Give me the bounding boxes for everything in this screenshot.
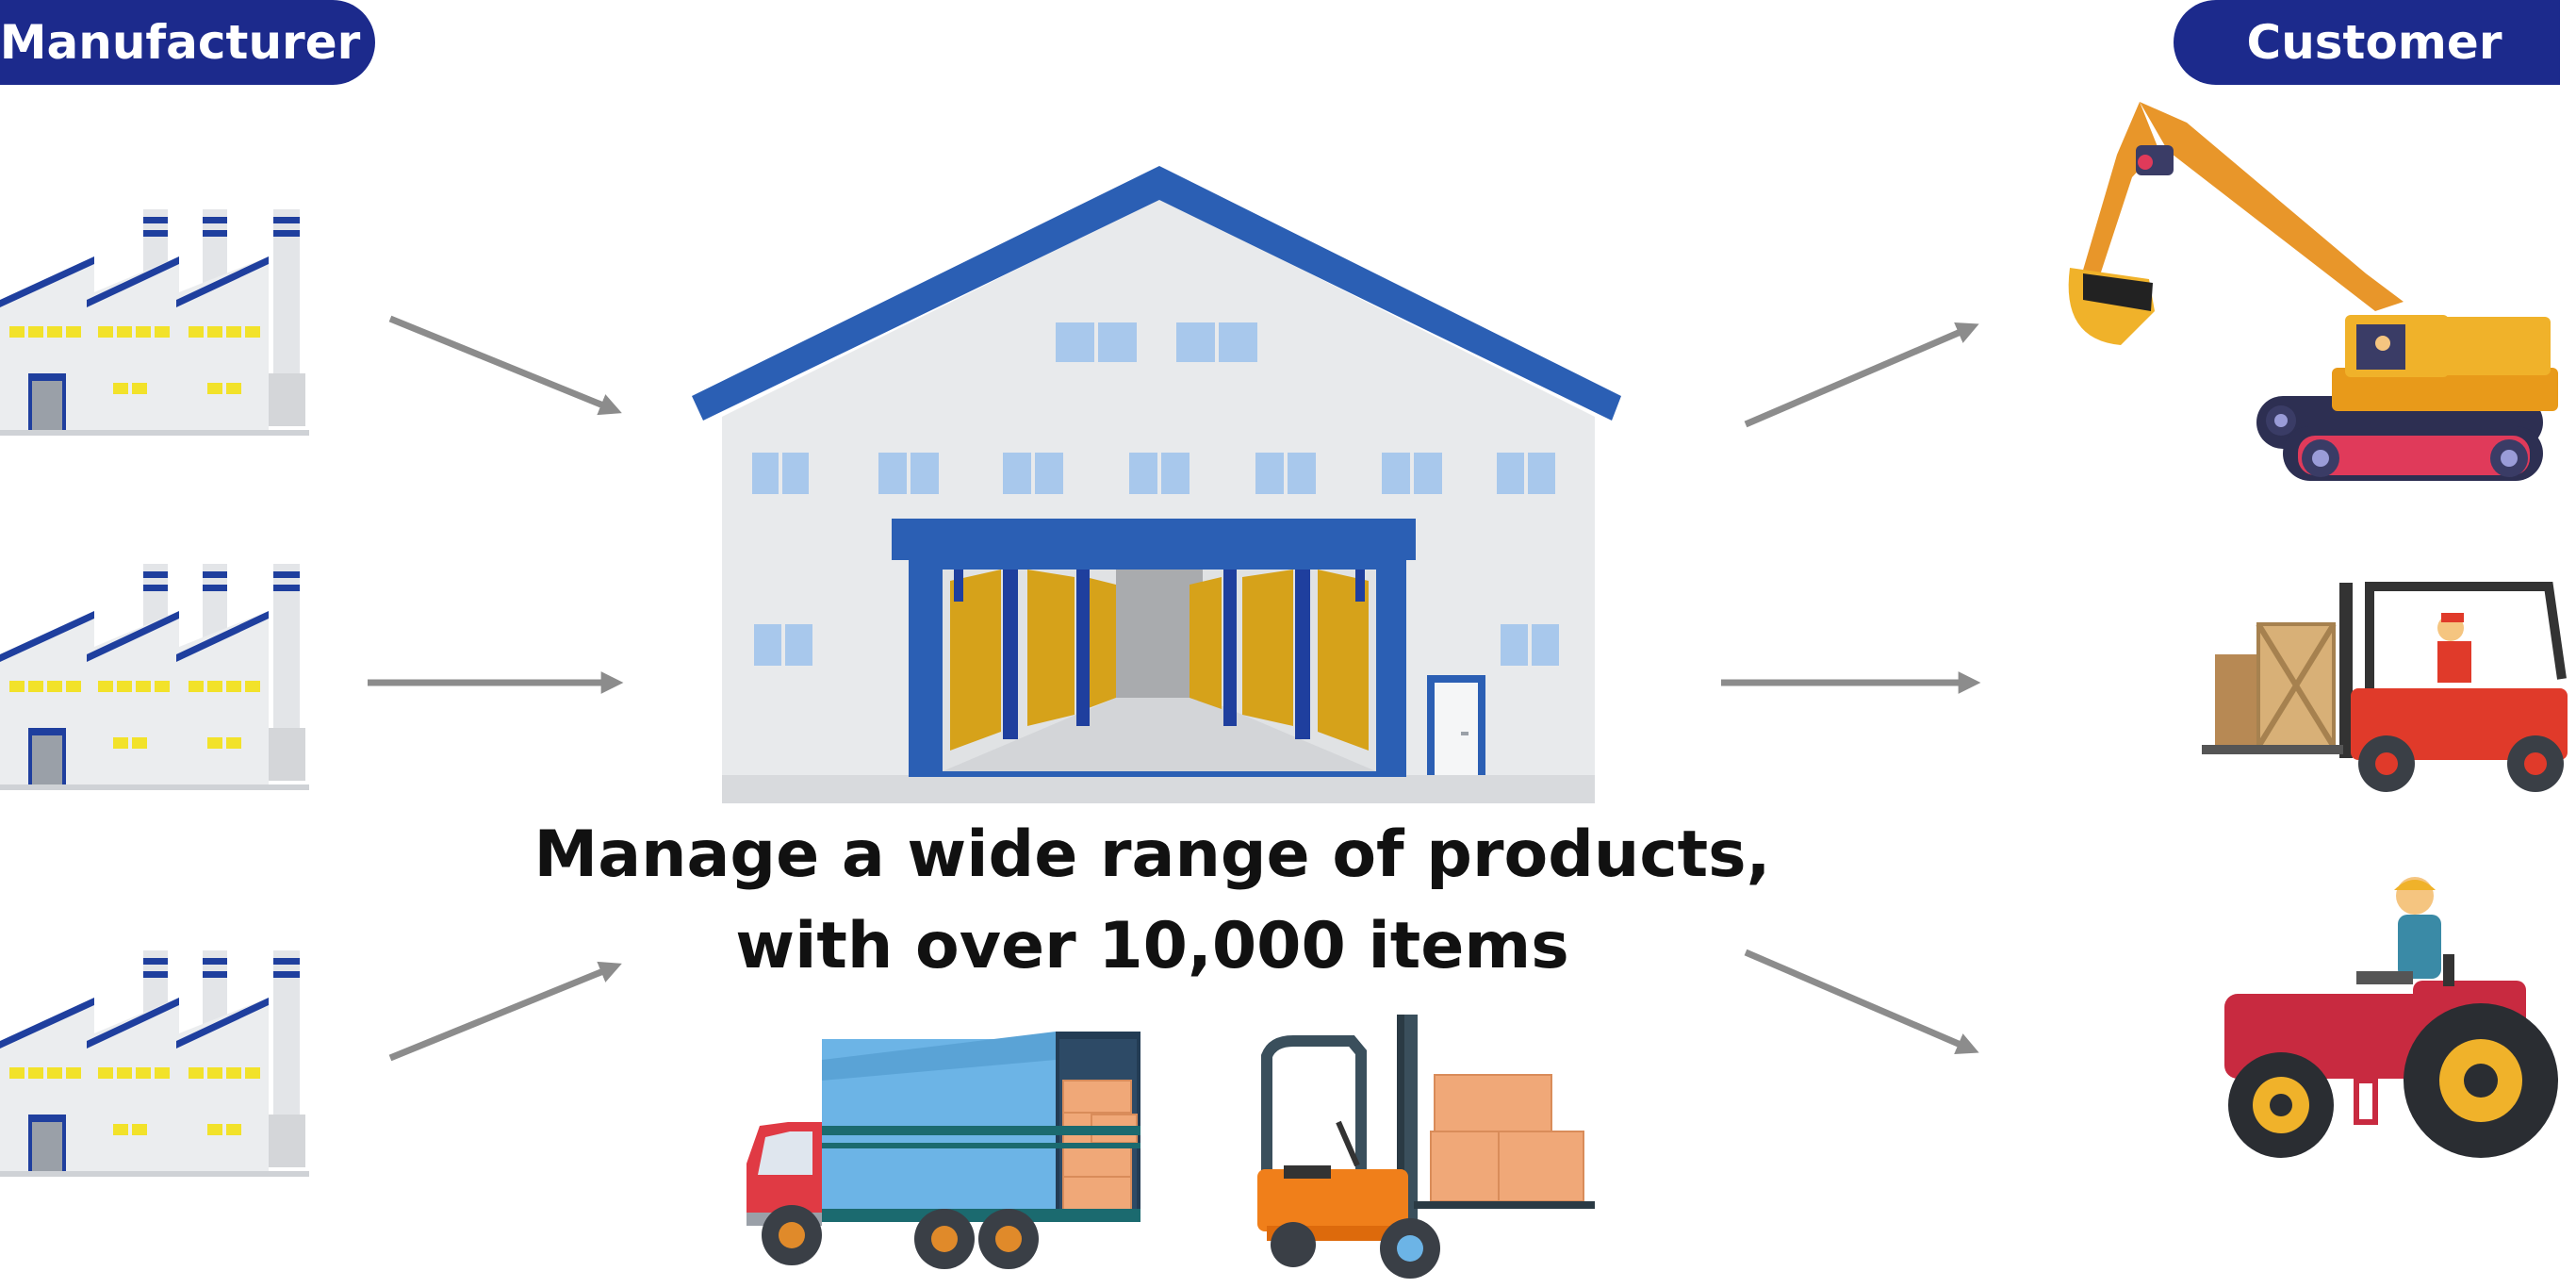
customer-label: Customer (2174, 0, 2560, 85)
forklift-icon (1257, 1015, 1595, 1279)
caption-line-1: Manage a wide range of products, (533, 817, 1771, 892)
factory-icon-2 (0, 564, 309, 790)
warehouse-icon (692, 166, 1621, 803)
arrow-left-3 (388, 961, 622, 1062)
tractor-icon (2224, 877, 2558, 1158)
caption-text: Manage a wide range of products, with ov… (434, 809, 1871, 992)
factory-icon-1 (0, 209, 309, 436)
arrow-left-1 (388, 315, 622, 416)
factory-icon-3 (0, 950, 309, 1177)
forklift-icon-customer (2202, 582, 2568, 792)
arrow-right-3 (1744, 949, 1979, 1054)
manufacturer-label: Manufacturer (0, 0, 375, 85)
caption-line-2: with over 10,000 items (735, 909, 1569, 983)
excavator-icon (2068, 102, 2558, 481)
arrow-right-1 (1744, 322, 1979, 428)
truck-icon (747, 1032, 1140, 1269)
